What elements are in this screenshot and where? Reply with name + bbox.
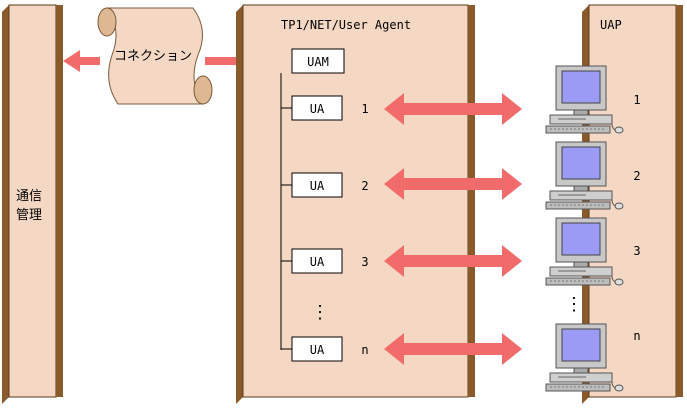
ua-index-n: n [361,343,368,357]
scroll-right-end [193,75,213,105]
ua-index-1: 1 [361,102,368,116]
comm-panel: 通信 管理 [2,4,63,404]
ua-label-3: UA [310,255,325,269]
ua-box-1 [291,95,343,121]
uap-index-2: 2 [633,169,640,183]
agent-panel: TP1/NET/User Agent UAM UA 1 UA 2 UA 3 ⋮ … [236,4,475,404]
ua-label-2: UA [310,179,325,193]
agent-panel-right-side [468,5,475,397]
comm-panel-right-side [56,5,63,397]
terminal-ellipsis: ⋮ [565,294,583,315]
arrow-comm-connection [63,50,100,72]
uap-panel-right-side [676,5,683,397]
ua-box-2 [291,172,343,198]
double-arrow-2 [384,168,522,200]
double-arrow-1 [384,93,522,125]
uam-box [291,48,345,74]
uap-index-1: 1 [633,93,640,107]
connection-label: コネクション [114,49,192,64]
comm-panel-side [2,5,9,404]
ua-box-3 [291,248,343,274]
ua-label-1: UA [310,102,325,116]
ua-index-3: 3 [361,255,368,269]
comm-panel-body [8,4,57,398]
agent-panel-side [236,5,243,404]
double-arrow-3 [384,245,522,277]
ua-arrows [384,93,522,365]
uap-index-n: n [633,329,640,343]
agent-panel-body [242,4,469,398]
uap-index-3: 3 [633,244,640,258]
agent-panel-title: TP1/NET/User Agent [281,18,411,32]
scroll-left-end [97,7,117,37]
uam-label: UAM [307,55,329,69]
double-arrow-n [384,333,522,365]
ua-ellipsis: ⋮ [311,302,329,323]
ua-label-n: UA [310,343,325,357]
comm-panel-label-1: 通信 [16,189,42,204]
uap-panel-title: UAP [600,18,622,32]
comm-panel-label-2: 管理 [16,208,42,223]
ua-box-n [291,336,343,362]
ua-index-2: 2 [361,179,368,193]
connection-scroll: コネクション [97,7,213,105]
